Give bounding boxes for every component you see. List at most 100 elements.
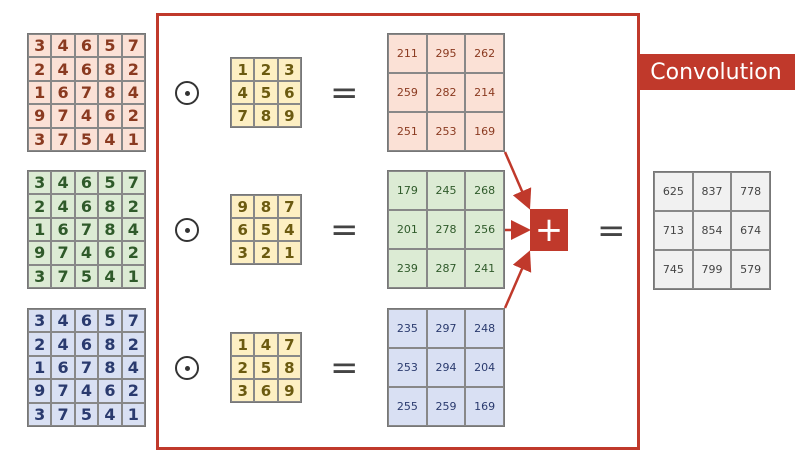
matrix-cell: 4 bbox=[98, 402, 122, 426]
matrix-cell: 256 bbox=[465, 210, 504, 249]
equals-sign: = bbox=[330, 73, 359, 113]
matrix-cell: 297 bbox=[426, 309, 466, 348]
matrix-cell: 4 bbox=[74, 241, 99, 265]
matrix-cell: 7 bbox=[277, 333, 301, 356]
matrix-cell: 3 bbox=[28, 171, 52, 195]
matrix-cell: 4 bbox=[51, 309, 75, 333]
matrix-cell: 7 bbox=[51, 241, 75, 265]
matrix-cell: 579 bbox=[731, 250, 770, 289]
matrix-cell: 239 bbox=[388, 249, 427, 288]
convolution-label: Convolution bbox=[637, 54, 795, 90]
matrix-cell: 7 bbox=[51, 104, 75, 128]
matrix-cell: 2 bbox=[254, 58, 278, 81]
matrix-cell: 1 bbox=[28, 217, 52, 242]
matrix-cell: 8 bbox=[254, 104, 278, 127]
plus-sign: + bbox=[530, 209, 568, 251]
matrix-cell: 3 bbox=[28, 34, 52, 58]
matrix-cell: 4 bbox=[98, 127, 122, 151]
matrix-cell: 5 bbox=[98, 34, 122, 58]
matrix-cell: 248 bbox=[465, 309, 504, 348]
matrix-cell: 9 bbox=[28, 241, 52, 265]
matrix-cell: 1 bbox=[231, 58, 255, 81]
matrix-cell: 6 bbox=[51, 355, 75, 380]
matrix-cell: 6 bbox=[51, 217, 75, 242]
matrix-cell: 7 bbox=[51, 402, 75, 426]
matrix-cell: 778 bbox=[731, 172, 770, 211]
matrix-cell: 235 bbox=[388, 309, 427, 348]
equals-sign: = bbox=[330, 348, 359, 388]
matrix-cell: 9 bbox=[28, 104, 52, 128]
matrix-cell: 5 bbox=[74, 264, 99, 288]
matrix-cell: 2 bbox=[254, 241, 278, 264]
matrix-cell: 7 bbox=[277, 195, 301, 218]
matrix-cell: 4 bbox=[51, 34, 75, 58]
hadamard-operator-icon bbox=[175, 218, 199, 242]
matrix-cell: 282 bbox=[426, 73, 466, 112]
matrix-cell: 169 bbox=[465, 387, 504, 426]
matrix-cell: 5 bbox=[254, 218, 278, 241]
matrix-cell: 8 bbox=[98, 217, 122, 242]
convolution-frame bbox=[156, 13, 640, 450]
matrix-cell: 7 bbox=[51, 127, 75, 151]
matrix-cell: 169 bbox=[465, 112, 504, 151]
matrix-cell: 5 bbox=[254, 81, 278, 104]
matrix-cell: 9 bbox=[277, 104, 301, 127]
matrix-cell: 4 bbox=[74, 104, 99, 128]
matrix-cell: 2 bbox=[28, 57, 52, 81]
matrix-cell: 2 bbox=[121, 57, 145, 81]
matrix-cell: 9 bbox=[231, 195, 255, 218]
matrix-cell: 2 bbox=[121, 104, 145, 128]
matrix-cell: 179 bbox=[388, 171, 427, 210]
matrix-cell: 268 bbox=[465, 171, 504, 210]
matrix-cell: 5 bbox=[98, 309, 122, 333]
matrix-cell: 3 bbox=[231, 241, 255, 264]
matrix-cell: 245 bbox=[426, 171, 466, 210]
matrix-cell: 204 bbox=[465, 348, 504, 387]
hadamard-operator-icon bbox=[175, 356, 199, 380]
matrix-cell: 295 bbox=[426, 34, 466, 73]
matrix-cell: 4 bbox=[277, 218, 301, 241]
matrix-cell: 4 bbox=[231, 81, 255, 104]
matrix-cell: 7 bbox=[231, 104, 255, 127]
matrix-cell: 1 bbox=[121, 264, 145, 288]
matrix-cell: 4 bbox=[51, 57, 75, 81]
matrix-cell: 8 bbox=[98, 194, 122, 218]
matrix-cell: 259 bbox=[426, 387, 466, 426]
arrow-red bbox=[503, 151, 532, 210]
matrix-cell: 799 bbox=[692, 250, 732, 289]
matrix-cell: 6 bbox=[254, 379, 278, 402]
matrix-cell: 253 bbox=[426, 112, 466, 151]
matrix-cell: 7 bbox=[51, 264, 75, 288]
matrix-cell: 6 bbox=[74, 34, 99, 58]
matrix-cell: 8 bbox=[277, 356, 301, 379]
hadamard-operator-icon bbox=[175, 81, 199, 105]
matrix-cell: 4 bbox=[121, 80, 145, 105]
matrix-cell: 4 bbox=[254, 333, 278, 356]
matrix-cell: 3 bbox=[28, 127, 52, 151]
matrix-cell: 3 bbox=[28, 264, 52, 288]
matrix-cell: 4 bbox=[121, 355, 145, 380]
matrix-cell: 6 bbox=[98, 379, 122, 403]
matrix-cell: 6 bbox=[74, 57, 99, 81]
matrix-cell: 6 bbox=[98, 104, 122, 128]
matrix-cell: 5 bbox=[74, 127, 99, 151]
matrix-cell: 6 bbox=[74, 194, 99, 218]
matrix-cell: 745 bbox=[654, 250, 693, 289]
matrix-cell: 259 bbox=[388, 73, 427, 112]
matrix-cell: 8 bbox=[98, 57, 122, 81]
matrix-cell: 201 bbox=[388, 210, 427, 249]
matrix-cell: 8 bbox=[98, 332, 122, 356]
matrix-cell: 2 bbox=[121, 379, 145, 403]
matrix-cell: 3 bbox=[28, 309, 52, 333]
matrix-cell: 6 bbox=[277, 81, 301, 104]
matrix-cell: 1 bbox=[121, 127, 145, 151]
matrix-cell: 5 bbox=[254, 356, 278, 379]
matrix-cell: 8 bbox=[98, 355, 122, 380]
